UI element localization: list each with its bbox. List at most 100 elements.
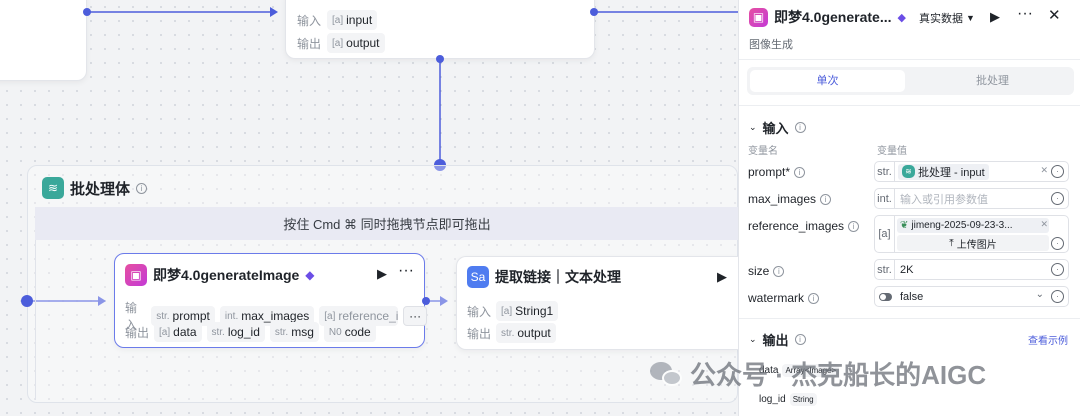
param-tag: str.prompt [151, 306, 215, 326]
reference-icon[interactable]: · [1051, 290, 1064, 303]
watermark-select[interactable]: false ⌄ · [874, 286, 1069, 307]
input-label: 输入 [467, 304, 492, 319]
param-tag: int.max_images [219, 306, 315, 326]
view-example-link[interactable]: 查看示例 [1028, 336, 1068, 347]
input-label: 输入 [125, 301, 138, 332]
info-icon: i [808, 292, 820, 304]
info-icon[interactable]: i [794, 122, 806, 133]
watermark-text: 公众号 · 杰克船长的AIGC [690, 360, 987, 390]
param-name: reference_images [748, 219, 845, 233]
extract-node-title: 提取链接｜文本处理 [495, 269, 621, 285]
mode-tabs: 单次 批处理 [747, 67, 1074, 95]
toggle-icon [875, 287, 895, 306]
port-dot[interactable] [590, 8, 598, 16]
param-name: prompt* [748, 165, 791, 179]
output-label: 输出 [125, 325, 150, 340]
drag-hint-bar: 按住 Cmd ⌘ 同时拖拽节点即可拖出 [35, 207, 739, 240]
chevron-down-icon: ▼ [966, 13, 975, 23]
param-tag: [a]data [154, 322, 202, 342]
info-icon: i [848, 220, 860, 232]
port-dot[interactable] [422, 297, 430, 305]
chevron-down-icon[interactable]: ⌄ [749, 122, 757, 132]
watermark: 公众号 · 杰克船长的AIGC [650, 355, 986, 392]
reference-icon[interactable]: · [1051, 192, 1064, 205]
info-icon[interactable]: i [794, 334, 806, 345]
data-mode-select[interactable]: 真实数据▼ [919, 13, 975, 25]
input-param-tag: [a]input [327, 10, 378, 30]
jimeng-node[interactable]: ▣ 即梦4.0generateImage ◆ ▶ ··· 输入 str.prom… [114, 253, 428, 348]
reference-icon[interactable]: · [1051, 165, 1064, 178]
file-chip: ❦jimeng-2025-09-23-3... [897, 218, 1049, 233]
param-name: max_images [748, 192, 817, 206]
top-node[interactable]: 输入 [a]input 输出 [a]output [285, 0, 595, 59]
drag-hint-text: 按住 Cmd ⌘ 同时拖拽节点即可拖出 [283, 217, 491, 232]
info-icon: i [773, 265, 785, 277]
more-icon[interactable]: ··· [1017, 5, 1033, 22]
upload-image-button[interactable]: ⤒上传图片 [897, 235, 1049, 251]
panel-title: 即梦4.0generate... [774, 9, 892, 25]
tab-single[interactable]: 单次 [750, 70, 905, 92]
clear-icon[interactable]: ✕ [1040, 165, 1048, 175]
port-dot[interactable] [436, 55, 444, 63]
chevron-down-icon[interactable]: ⌄ [749, 334, 757, 344]
premium-diamond-icon: ◆ [305, 268, 315, 282]
info-icon: i [794, 166, 806, 178]
output-label: 输出 [297, 36, 322, 51]
close-icon[interactable]: ✕ [1048, 7, 1061, 24]
batch-title: 批处理体 [70, 180, 131, 198]
param-tag: str.msg [269, 322, 319, 342]
input-section-title: 输入 [762, 121, 789, 136]
tab-batch[interactable]: 批处理 [976, 75, 1009, 87]
port-dot[interactable] [83, 8, 91, 16]
info-icon: i [820, 193, 832, 205]
premium-diamond-icon: ◆ [897, 11, 906, 24]
input-label: 输入 [297, 13, 322, 28]
extract-link-node[interactable]: Sa 提取链接｜文本处理 ▶ 输入 [a]String1 输出 str.outp… [456, 256, 738, 350]
output-type-tag: Array<Image> [782, 364, 840, 377]
upload-icon: ⤒ [949, 237, 954, 249]
run-icon[interactable]: ▶ [377, 266, 387, 281]
clear-icon[interactable]: ✕ [1040, 219, 1048, 229]
max-images-placeholder: 输入或引用参数值 [900, 193, 988, 206]
batch-layers-icon: ≋ [42, 177, 64, 199]
output-section-title: 输出 [762, 333, 789, 348]
more-icon[interactable]: ··· [398, 262, 414, 279]
col-header-value: 变量值 [877, 146, 907, 157]
output-label: 输出 [467, 326, 492, 341]
panel-subtitle: 图像生成 [749, 39, 793, 51]
output-name: data [759, 365, 779, 376]
param-tag: [a]reference_i [319, 306, 399, 326]
param-name: size [748, 264, 770, 278]
max-images-field[interactable]: int. 输入或引用参数值 · [874, 188, 1069, 209]
size-field[interactable]: str. 2K · [874, 259, 1069, 280]
param-tag: [a]String1 [496, 301, 559, 321]
param-tag: str.log_id [206, 322, 265, 342]
info-icon[interactable]: i [136, 182, 148, 194]
param-name: watermark [748, 291, 805, 305]
reference-images-field[interactable]: [a] ❦jimeng-2025-09-23-3... ✕ ⤒上传图片 · [874, 215, 1069, 253]
reference-icon[interactable]: · [1051, 263, 1064, 276]
wechat-icon [650, 360, 684, 388]
image-thumbnail-icon: ❦ [900, 220, 909, 231]
prompt-field[interactable]: str. ≋批处理 - input ✕ · [874, 161, 1069, 182]
col-header-name: 变量名 [748, 146, 778, 157]
node-config-panel: ▣ 即梦4.0generate... ◆ 真实数据▼ ▶ ··· ✕ 图像生成 … [738, 0, 1080, 416]
upstream-node-left[interactable] [0, 0, 87, 81]
port-dot[interactable] [21, 295, 33, 307]
batch-layers-icon: ≋ [902, 165, 915, 178]
chevron-down-icon: ⌄ [1035, 289, 1044, 300]
reference-icon[interactable]: · [1051, 237, 1064, 250]
run-icon[interactable]: ▶ [990, 9, 1000, 24]
image-gen-icon: ▣ [749, 7, 768, 27]
more-params-button[interactable]: ··· [403, 306, 428, 326]
text-process-icon: Sa [467, 266, 489, 288]
jimeng-node-title: 即梦4.0generateImage [153, 267, 300, 283]
param-tag: str.output [496, 323, 556, 343]
output-type-tag: String [789, 393, 817, 406]
image-gen-icon: ▣ [125, 264, 147, 286]
output-param-tag: [a]output [327, 33, 385, 53]
output-name: log_id [759, 394, 786, 405]
run-icon[interactable]: ▶ [717, 269, 727, 284]
